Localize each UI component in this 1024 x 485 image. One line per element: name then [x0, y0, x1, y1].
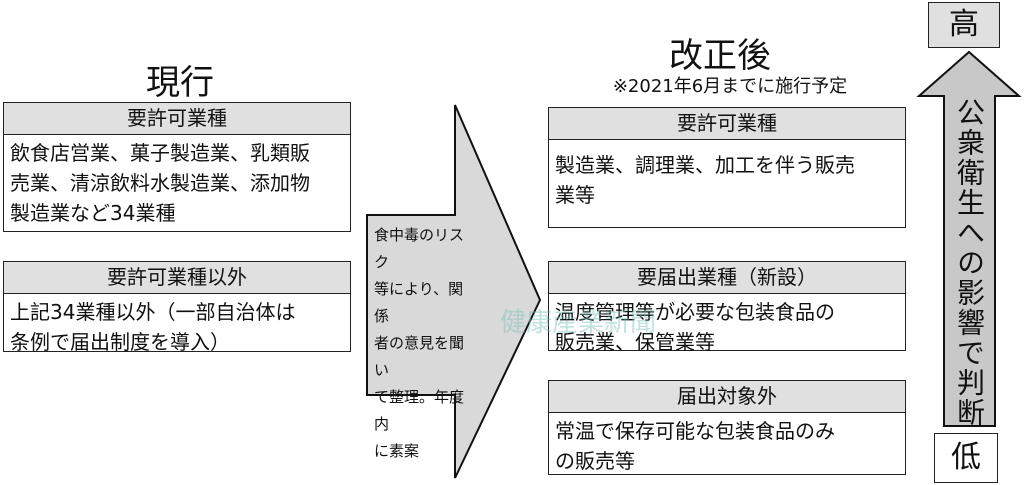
- box-body: 製造業、調理業、加工を伴う販売 業等: [549, 140, 905, 213]
- impact-label-text: 公衆衛生への影響で判断: [953, 98, 986, 428]
- line: 食中毒のリスク: [374, 226, 465, 271]
- revised-permit-box: 要許可業種 製造業、調理業、加工を伴う販売 業等: [548, 107, 906, 228]
- current-title: 現行: [146, 63, 214, 103]
- high-label: 高: [928, 2, 1000, 48]
- revised-exempt-box: 届出対象外 常温で保存可能な包装食品のみ の販売等: [548, 380, 906, 475]
- revised-title: 改正後: [669, 36, 771, 76]
- line: の販売等: [555, 449, 635, 473]
- line: に素案: [374, 442, 420, 460]
- line: 飲食店営業、菓子製造業、乳類販: [10, 141, 310, 165]
- process-text: 食中毒のリスク 等により、関係 者の意見を聞い て整理。年度内 に素案: [374, 222, 474, 465]
- low-label: 低: [934, 433, 998, 483]
- revised-note: ※2021年6月までに施行予定: [612, 76, 848, 97]
- box-body: 飲食店営業、菓子製造業、乳類販 売業、清涼飲料水製造業、添加物 製造業など34業…: [4, 135, 350, 231]
- line: 製造業など34業種: [10, 201, 176, 225]
- line: 温度管理等が必要な包装食品の: [555, 300, 835, 324]
- box-body: 上記34業種以外（一部自治体は 条例で届出制度を導入）: [4, 294, 350, 360]
- line: 売業、清涼飲料水製造業、添加物: [10, 171, 310, 195]
- box-header: 要許可業種: [549, 108, 905, 140]
- line: 製造業、調理業、加工を伴う販売: [555, 153, 855, 177]
- revised-notify-box: 要届出業種（新設） 温度管理等が必要な包装食品の 販売業、保管業等: [548, 261, 906, 354]
- line: 上記34業種以外（一部自治体は: [10, 300, 296, 324]
- line: 等により、関係: [374, 280, 464, 325]
- box-header: 届出対象外: [549, 381, 905, 413]
- line: 常温で保存可能な包装食品のみ: [555, 419, 835, 443]
- box-header: 要許可業種以外: [4, 262, 350, 294]
- line: 者の意見を聞い: [374, 334, 465, 379]
- box-body: 常温で保存可能な包装食品のみ の販売等: [549, 413, 905, 479]
- impact-arrow: [916, 50, 1022, 427]
- line: 販売業、保管業等: [555, 330, 715, 354]
- box-header: 要許可業種: [4, 103, 350, 135]
- process-arrow: [366, 104, 542, 479]
- box-body: 温度管理等が必要な包装食品の 販売業、保管業等: [549, 294, 905, 360]
- line: 業等: [555, 183, 595, 207]
- box-header: 要届出業種（新設）: [549, 262, 905, 294]
- line: 条例で届出制度を導入）: [10, 330, 230, 354]
- current-permit-box: 要許可業種 飲食店営業、菓子製造業、乳類販 売業、清涼飲料水製造業、添加物 製造…: [3, 102, 351, 232]
- impact-label: 公衆衛生への影響で判断: [944, 98, 994, 436]
- current-other-box: 要許可業種以外 上記34業種以外（一部自治体は 条例で届出制度を導入）: [3, 261, 351, 354]
- watermark: 健康産業新聞: [500, 308, 657, 338]
- line: て整理。年度内: [374, 388, 465, 433]
